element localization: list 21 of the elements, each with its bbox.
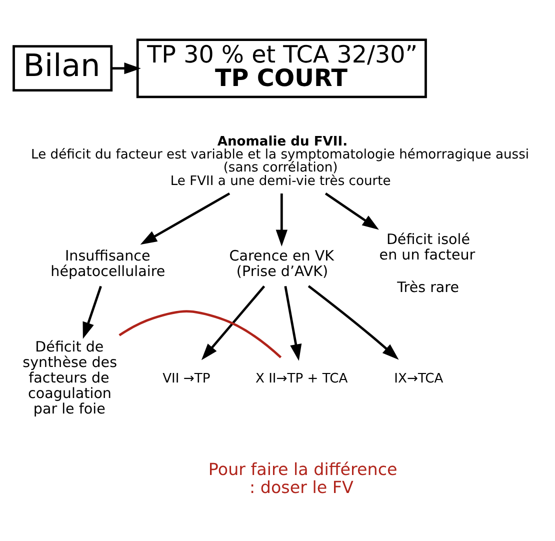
node-text: Anomalie du FVII. Le déficit du facteur est variable et la symptomatologie hémorragique aussi (sans corrélation) Le FVII a une demi-vie très courte [31, 134, 530, 188]
arrow [308, 284, 399, 360]
arrow [284, 286, 302, 360]
node-text: Déficit isolé en un facteur [379, 232, 476, 264]
connector [118, 310, 282, 358]
arrow [276, 193, 288, 246]
node-box: Bilan [12, 44, 113, 92]
node-text: Déficit de synthèse des facteurs de coagulation par le foie [22, 339, 118, 418]
node-box: TP 30 % et TCA 32/30” TP COURT [136, 38, 427, 98]
arrow [82, 285, 102, 338]
node-text: X II→TP + TCA [255, 370, 348, 386]
arrow [201, 284, 266, 360]
node-text: Pour faire la différence : doser le FV [208, 460, 398, 496]
node-text: VII →TP [162, 370, 210, 386]
node-text: IX→TCA [394, 370, 444, 386]
node-label: Très rare [397, 280, 460, 296]
node-text: Insuffisance hépatocellulaire [50, 248, 166, 280]
arrow [324, 192, 379, 230]
node-text: Carence en VK (Prise d’AVK) [229, 248, 334, 280]
arrow [112, 62, 141, 74]
arrow [140, 192, 230, 244]
